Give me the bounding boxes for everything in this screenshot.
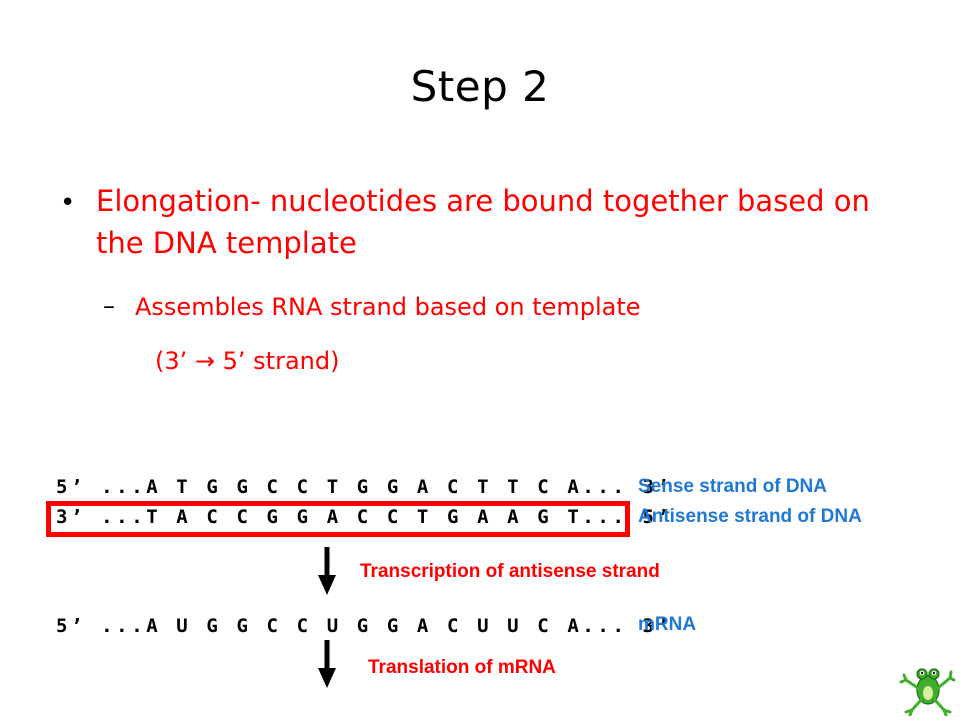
frog-icon (899, 668, 956, 716)
right-arrow-icon: → (194, 347, 215, 375)
down-arrow-icon (318, 640, 336, 688)
slide-title: Step 2 (410, 62, 550, 111)
antisense-label: Antisense strand of DNA (638, 506, 862, 527)
antisense-sequence: 3’ ...T A C C G G A C C T G A A G T... 5… (56, 506, 673, 528)
transcription-label: Transcription of antisense strand (360, 561, 660, 582)
mrna-sequence: 5’ ...A U G G C C U G G A C U U C A... 3… (56, 615, 673, 637)
sub-bullet-marker: – (103, 292, 115, 320)
antisense-highlight-box (46, 501, 630, 537)
sub-bullet-text: Assembles RNA strand based on template (135, 293, 641, 321)
sub-bullet-continuation: (3’ → 5’ strand) (155, 346, 339, 376)
bullet-text: Elongation- nucleotides are bound togeth… (96, 184, 870, 260)
strand-direction-prefix: (3’ (155, 347, 195, 375)
translation-label: Translation of mRNA (368, 657, 556, 678)
sense-label: Sense strand of DNA (638, 476, 827, 497)
sense-sequence: 5’ ...A T G G C C T G G A C T T C A... 3… (56, 476, 673, 498)
down-arrow-icon (318, 547, 336, 595)
bullet-marker: • (60, 188, 76, 218)
strand-direction-suffix: 5’ strand) (215, 347, 340, 375)
mrna-label: mRNA (638, 614, 697, 635)
